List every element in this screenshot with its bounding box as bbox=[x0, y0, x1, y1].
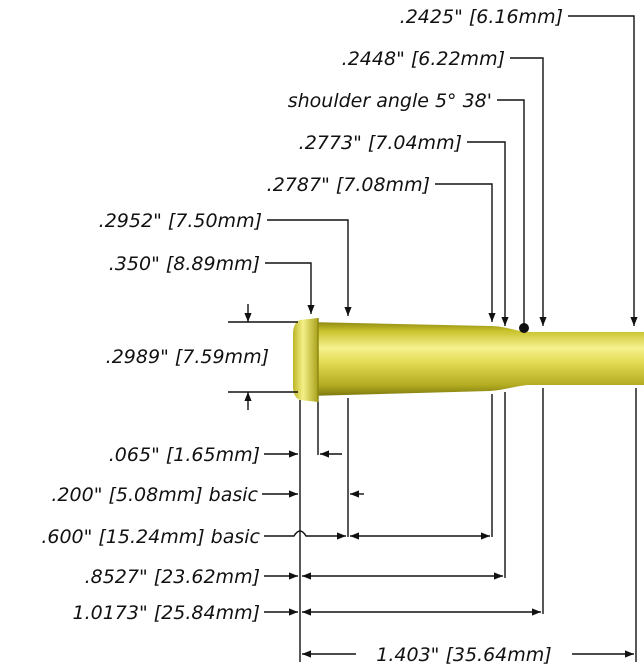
shoulder-start-dia-leader bbox=[467, 141, 509, 326]
bottom-dimensions bbox=[262, 450, 634, 658]
label-body-start-dia: .2952" [7.50mm] bbox=[99, 210, 262, 232]
label-shoulder-neck-dia: .2448" [6.22mm] bbox=[342, 48, 505, 70]
cartridge-case bbox=[293, 318, 644, 402]
label-rim-thickness: .065" [1.65mm] bbox=[109, 444, 260, 466]
label-shoulder-angle: shoulder angle 5° 38' bbox=[288, 90, 492, 112]
label-body-end-dia: .2787" [7.08mm] bbox=[267, 174, 430, 196]
label-shoulder-start-dia: .2773" [7.04mm] bbox=[299, 132, 462, 154]
body-end-dia-leader bbox=[435, 183, 496, 322]
label-rim-dia: .350" [8.89mm] bbox=[109, 253, 260, 275]
label-shoulder-basic: .600" [15.24mm] basic bbox=[41, 526, 260, 548]
case-rim bbox=[293, 318, 318, 402]
bottom-labels: .065" [1.65mm] .200" [5.08mm] basic .600… bbox=[41, 444, 551, 666]
neck-dia-leader bbox=[568, 15, 638, 326]
rim-dia-leader bbox=[265, 262, 315, 314]
shoulder-angle-leader bbox=[497, 99, 525, 326]
label-groove-dia: .2989" [7.59mm] bbox=[106, 346, 269, 368]
shoulder-neck-dia-leader bbox=[510, 57, 547, 326]
label-shoulder-length: .8527" [23.62mm] bbox=[85, 566, 260, 588]
label-overall-length: 1.403" [35.64mm] bbox=[376, 644, 551, 666]
bottom-extensions bbox=[299, 388, 637, 662]
case-body bbox=[308, 322, 644, 396]
label-neck-length: 1.0173" [25.84mm] bbox=[73, 602, 261, 624]
label-body-basic: .200" [5.08mm] basic bbox=[51, 484, 258, 506]
top-labels: .2425" [6.16mm] .2448" [6.22mm] shoulder… bbox=[99, 6, 563, 275]
shoulder-angle-dot bbox=[519, 323, 529, 333]
shoulder-basic-dim-left bbox=[264, 530, 346, 540]
groove-dia-dimension bbox=[228, 304, 298, 410]
body-start-dia-leader bbox=[267, 219, 352, 316]
label-neck-dia: .2425" [6.16mm] bbox=[400, 6, 563, 28]
top-leaders bbox=[265, 15, 638, 326]
